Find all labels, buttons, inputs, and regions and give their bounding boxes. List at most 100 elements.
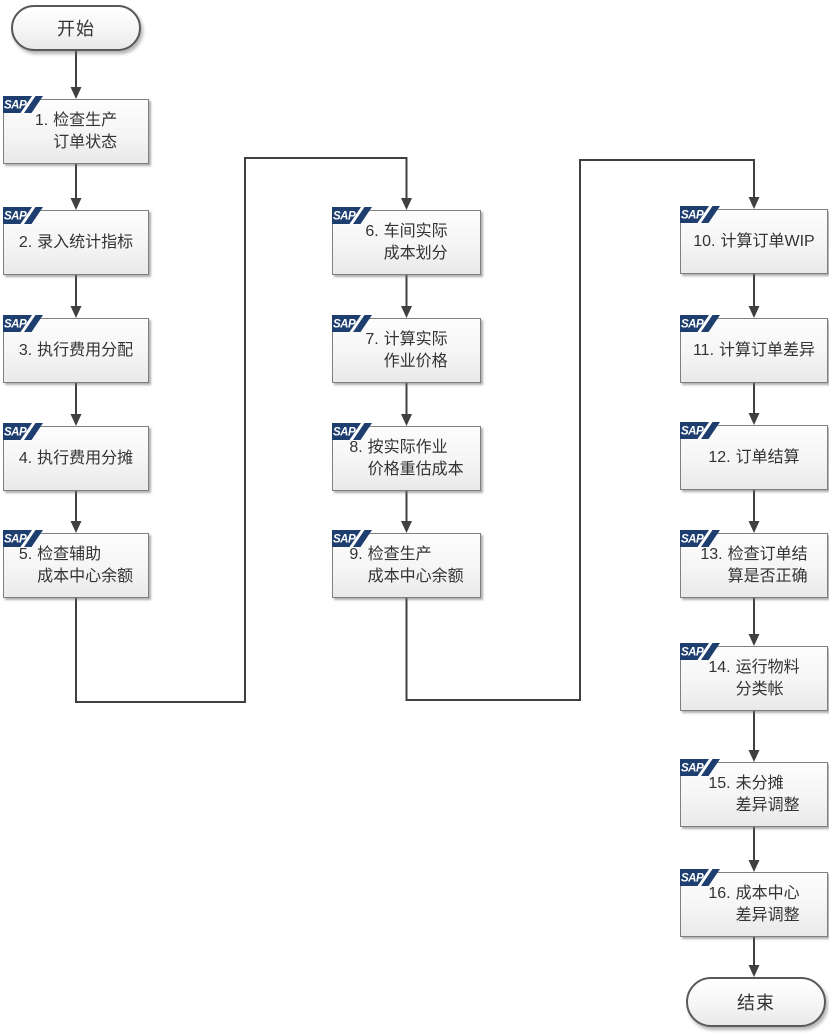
step-label: 14. 运行物料 分类帐 xyxy=(704,657,803,699)
step-box-1: SAP 1. 检查生产 订单状态 xyxy=(3,96,149,164)
sap-logo-icon: SAP xyxy=(3,96,43,113)
step-box-7: SAP 7. 计算实际 作业价格 xyxy=(332,315,481,383)
sap-logo-text: SAP xyxy=(681,319,704,331)
sap-logo-text: SAP xyxy=(4,427,27,439)
step-box-6: SAP 6. 车间实际 成本划分 xyxy=(332,207,481,275)
step-text: 车间实际 成本划分 xyxy=(383,223,448,262)
step-text: 检查生产 订单状态 xyxy=(53,112,118,151)
step-box-14: SAP 14. 运行物料 分类帐 xyxy=(680,643,828,711)
step-number: 13. xyxy=(700,546,723,564)
sap-logo-icon: SAP xyxy=(332,315,372,332)
step-box-10: SAP 10. 计算订单WIP xyxy=(680,206,828,274)
sap-logo-icon: SAP xyxy=(3,207,43,224)
step-number: 4. xyxy=(18,449,33,467)
step-label: 8. 按实际作业 价格重估成本 xyxy=(345,437,467,479)
step-number: 3. xyxy=(18,341,33,359)
sap-logo-icon: SAP xyxy=(680,643,720,660)
sap-logo-icon: SAP xyxy=(332,530,372,547)
step-number: 2. xyxy=(18,233,33,251)
step-text: 运行物料 分类帐 xyxy=(735,659,800,698)
step-label: 6. 车间实际 成本划分 xyxy=(361,221,451,263)
step-text: 检查生产 成本中心余额 xyxy=(367,546,464,585)
step-number: 5. xyxy=(18,546,33,564)
step-number: 10. xyxy=(693,232,716,250)
sap-logo-text: SAP xyxy=(681,647,704,659)
step-label: 11. 计算订单差异 xyxy=(689,340,819,361)
sap-logo-text: SAP xyxy=(4,211,27,223)
step-label: 2. 录入统计指标 xyxy=(15,232,137,253)
step-text: 成本中心 差异调整 xyxy=(735,885,800,924)
step-label: 13. 检查订单结 算是否正确 xyxy=(696,544,811,586)
sap-logo-text: SAP xyxy=(681,210,704,222)
step-text: 计算订单差异 xyxy=(719,341,816,359)
sap-logo-icon: SAP xyxy=(680,869,720,886)
sap-logo-text: SAP xyxy=(4,319,27,331)
step-box-4: SAP 4. 执行费用分摊 xyxy=(3,423,149,491)
sap-logo-text: SAP xyxy=(4,534,27,546)
sap-logo-icon: SAP xyxy=(332,423,372,440)
step-label: 12. 订单结算 xyxy=(704,447,803,468)
step-label: 10. 计算订单WIP xyxy=(689,231,818,252)
end-label: 结束 xyxy=(737,993,775,1013)
sap-logo-icon: SAP xyxy=(3,530,43,547)
step-label: 5. 检查辅助 成本中心余额 xyxy=(15,544,137,586)
sap-logo-icon: SAP xyxy=(680,530,720,547)
step-number: 1. xyxy=(34,112,49,130)
step-label: 3. 执行费用分配 xyxy=(15,340,137,361)
step-text: 计算实际 作业价格 xyxy=(383,331,448,370)
step-box-12: SAP 12. 订单结算 xyxy=(680,422,828,490)
step-label: 15. 未分摊 差异调整 xyxy=(704,773,803,815)
sap-logo-text: SAP xyxy=(681,534,704,546)
step-number: 6. xyxy=(365,223,379,241)
step-text: 执行费用分配 xyxy=(37,341,134,359)
sap-logo-text: SAP xyxy=(333,427,356,439)
sap-logo-icon: SAP xyxy=(3,423,43,440)
step-box-13: SAP 13. 检查订单结 算是否正确 xyxy=(680,530,828,598)
sap-logo-text: SAP xyxy=(333,211,356,223)
sap-logo-text: SAP xyxy=(681,763,704,775)
step-box-16: SAP 16. 成本中心 差异调整 xyxy=(680,869,828,937)
step-number: 7. xyxy=(365,331,379,349)
step-label: 9. 检查生产 成本中心余额 xyxy=(345,544,467,586)
sap-logo-icon: SAP xyxy=(680,315,720,332)
sap-logo-text: SAP xyxy=(681,873,704,885)
sap-logo-icon: SAP xyxy=(680,206,720,223)
end-terminal: 结束 xyxy=(686,977,826,1027)
sap-logo-text: SAP xyxy=(333,319,356,331)
step-box-5: SAP 5. 检查辅助 成本中心余额 xyxy=(3,530,149,598)
sap-logo-icon: SAP xyxy=(680,759,720,776)
sap-logo-text: SAP xyxy=(681,426,704,438)
step-text: 计算订单WIP xyxy=(720,232,815,250)
step-number: 15. xyxy=(708,775,731,793)
sap-logo-text: SAP xyxy=(4,100,27,112)
step-number: 8. xyxy=(349,439,363,457)
step-text: 录入统计指标 xyxy=(37,233,134,251)
step-box-8: SAP 8. 按实际作业 价格重估成本 xyxy=(332,423,481,491)
sap-logo-icon: SAP xyxy=(680,422,720,439)
sap-logo-icon: SAP xyxy=(3,315,43,332)
step-label: 1. 检查生产 订单状态 xyxy=(31,110,121,152)
step-box-9: SAP 9. 检查生产 成本中心余额 xyxy=(332,530,481,598)
step-text: 订单结算 xyxy=(735,448,800,466)
step-box-15: SAP 15. 未分摊 差异调整 xyxy=(680,759,828,827)
step-number: 9. xyxy=(349,546,363,564)
step-text: 执行费用分摊 xyxy=(37,449,134,467)
step-text: 按实际作业 价格重估成本 xyxy=(367,439,464,478)
sap-logo-text: SAP xyxy=(333,534,356,546)
step-text: 检查订单结 算是否正确 xyxy=(727,546,808,585)
step-box-2: SAP 2. 录入统计指标 xyxy=(3,207,149,275)
step-label: 16. 成本中心 差异调整 xyxy=(704,883,803,925)
step-number: 11. xyxy=(692,341,715,359)
step-box-11: SAP 11. 计算订单差异 xyxy=(680,315,828,383)
step-number: 16. xyxy=(708,885,731,903)
step-box-3: SAP 3. 执行费用分配 xyxy=(3,315,149,383)
step-label: 4. 执行费用分摊 xyxy=(15,448,137,469)
step-label: 7. 计算实际 作业价格 xyxy=(361,329,451,371)
sap-logo-icon: SAP xyxy=(332,207,372,224)
step-text: 未分摊 差异调整 xyxy=(735,775,800,814)
start-terminal: 开始 xyxy=(11,5,141,51)
start-label: 开始 xyxy=(57,19,95,39)
step-text: 检查辅助 成本中心余额 xyxy=(37,546,134,585)
